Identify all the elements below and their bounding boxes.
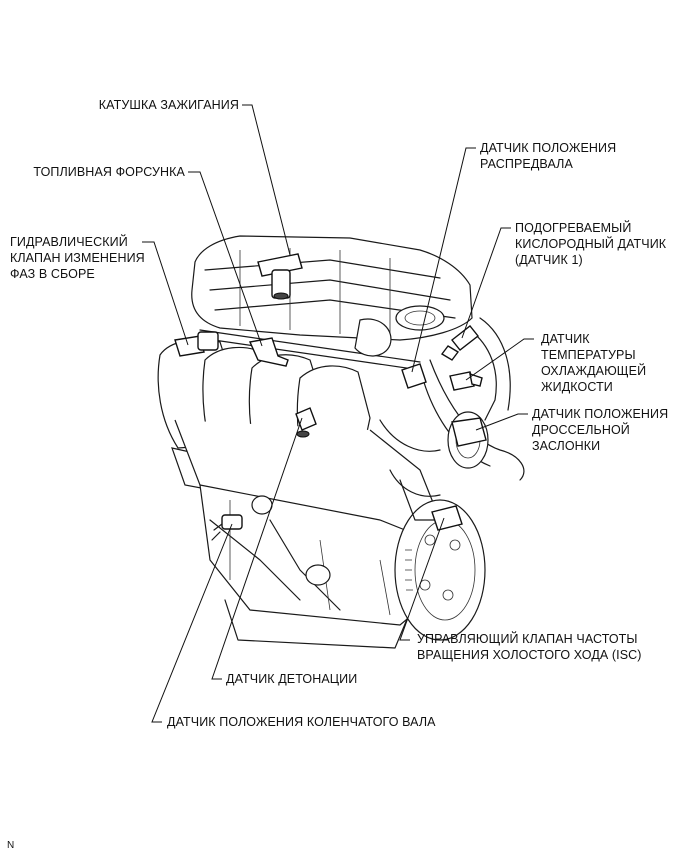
label-isc-valve: УПРАВЛЯЮЩИЙ КЛАПАН ЧАСТОТЫ ВРАЩЕНИЯ ХОЛО… <box>417 632 642 662</box>
leader-coolant-sensor <box>465 338 534 381</box>
label-fuel-injector: ТОПЛИВНАЯ ФОРСУНКА <box>33 165 185 179</box>
label-knock-sensor: ДАТЧИК ДЕТОНАЦИИ <box>226 672 358 686</box>
label-camshaft-sensor: ДАТЧИК ПОЛОЖЕНИЯ РАСПРЕДВАЛА <box>480 141 617 171</box>
engine-illustration <box>157 235 525 649</box>
component-parts <box>174 253 487 541</box>
leader-crankshaft-sensor <box>151 523 233 723</box>
leader-knock-sensor <box>211 417 303 680</box>
leader-isc-valve <box>399 517 445 641</box>
label-throttle-sensor: ДАТЧИК ПОЛОЖЕНИЯ ДРОССЕЛЬНОЙ ЗАСЛОНКИ <box>532 407 669 453</box>
leader-lines <box>142 104 534 723</box>
label-coolant-sensor: ДАТЧИК ТЕМПЕРАТУРЫ ОХЛАЖДАЮЩЕЙ ЖИДКОСТИ <box>541 332 647 394</box>
label-ignition-coil: КАТУШКА ЗАЖИГАНИЯ <box>98 98 239 112</box>
leader-vvt-valve <box>142 241 189 346</box>
leader-oxygen-sensor <box>461 227 511 339</box>
figure-code: N <box>7 840 15 851</box>
leader-ignition-coil <box>242 104 291 256</box>
leader-throttle-sensor <box>475 413 528 431</box>
leader-camshaft-sensor <box>411 147 476 373</box>
leader-fuel-injector <box>188 171 263 347</box>
label-crankshaft-sensor: ДАТЧИК ПОЛОЖЕНИЯ КОЛЕНЧАТОГО ВАЛА <box>167 715 436 729</box>
label-vvt-valve: ГИДРАВЛИЧЕСКИЙ КЛАПАН ИЗМЕНЕНИЯ ФАЗ В СБ… <box>10 235 145 281</box>
label-oxygen-sensor: ПОДОГРЕВАЕМЫЙ КИСЛОРОДНЫЙ ДАТЧИК (ДАТЧИК… <box>515 221 667 267</box>
